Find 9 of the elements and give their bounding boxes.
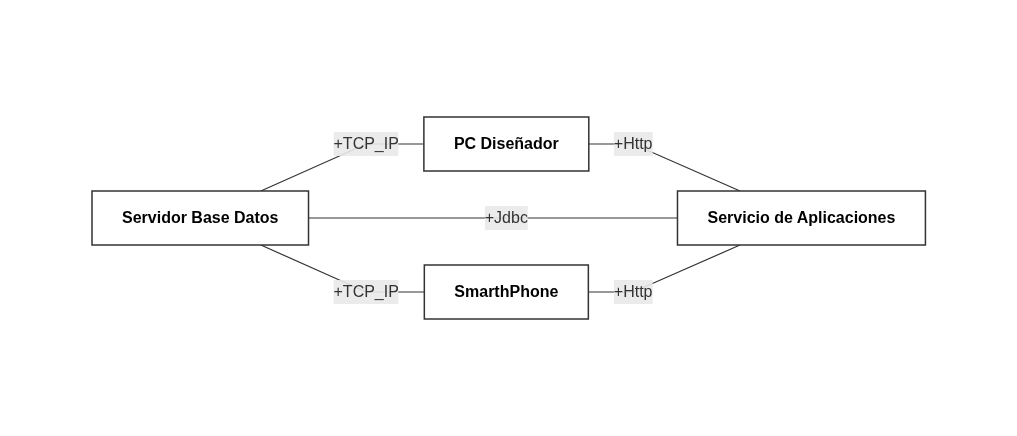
edge-label: +TCP_IP <box>333 283 399 300</box>
node-box: Servidor Base Datos <box>91 190 310 246</box>
edge-label: +Http <box>613 135 653 152</box>
edge-label: +Http <box>613 283 653 300</box>
node-box: Servicio de Aplicaciones <box>676 190 926 246</box>
node-box: PC Diseñador <box>422 116 590 172</box>
edge-label: +TCP_IP <box>333 135 399 152</box>
node-box: SmarthPhone <box>423 264 589 320</box>
edge-label: +Jdbc <box>484 209 528 226</box>
